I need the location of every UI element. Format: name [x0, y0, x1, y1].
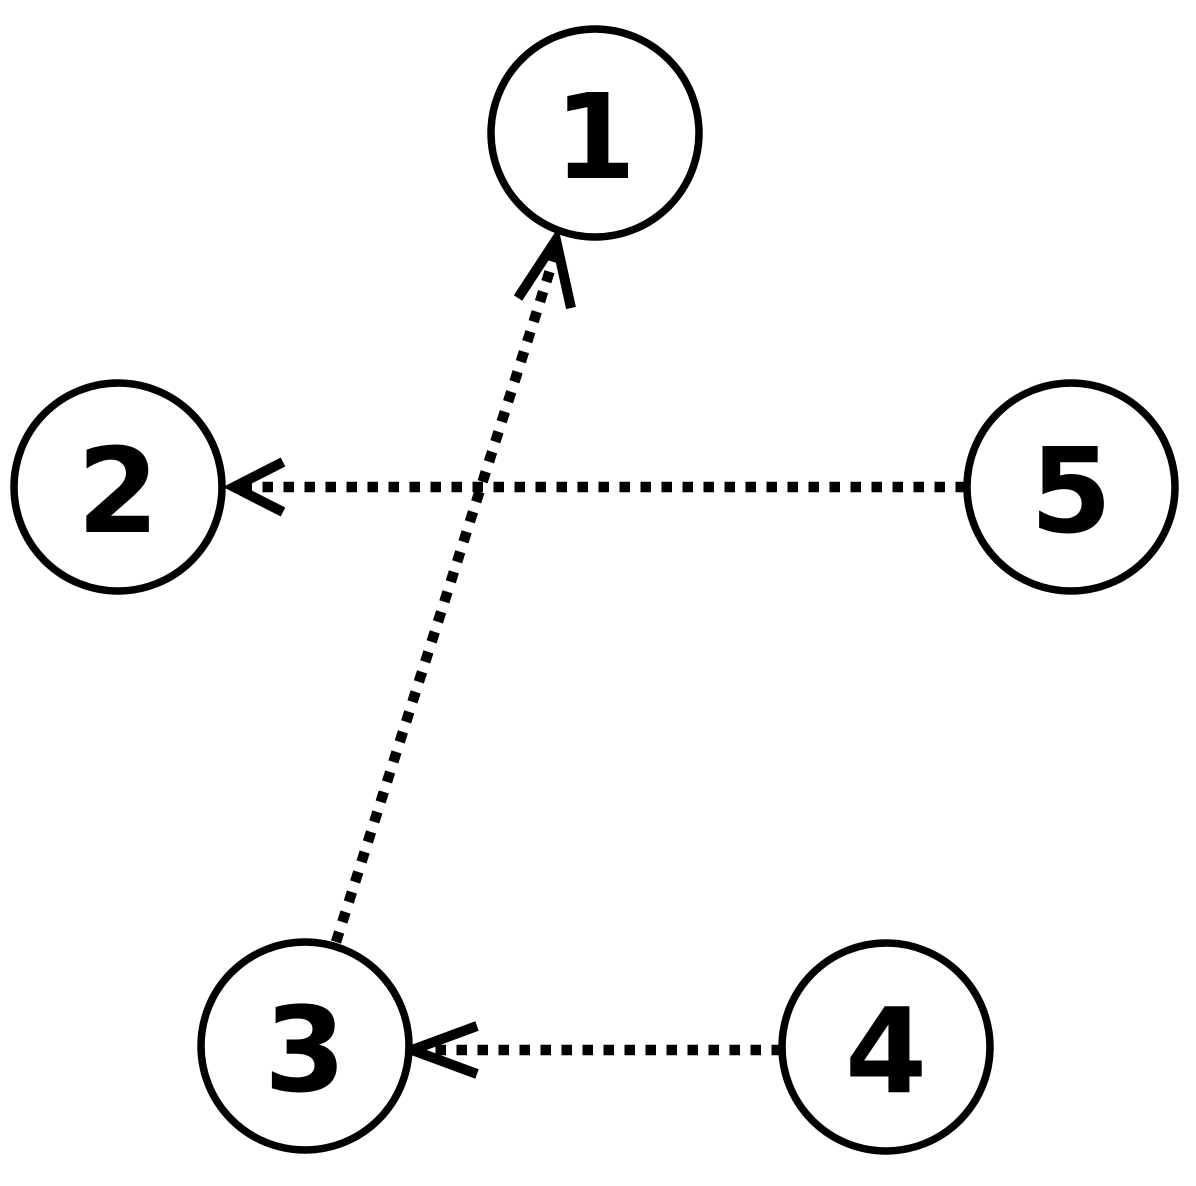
node-5-label: 5	[1030, 422, 1112, 560]
node-2-label: 2	[77, 422, 159, 560]
edge-5-to-2[interactable]	[222, 457, 966, 517]
node-2-circle[interactable]	[10, 379, 226, 595]
node-2[interactable]: 2	[10, 379, 226, 595]
edge-4-to-3[interactable]	[397, 1021, 782, 1079]
edge-5-to-2-arrowhead-icon	[222, 457, 286, 517]
node-1-label: 1	[554, 68, 636, 206]
edge-3-to-1-arrowhead-icon	[513, 227, 576, 310]
node-3-circle[interactable]	[197, 938, 413, 1154]
node-4[interactable]: 4	[778, 939, 994, 1155]
node-4-label: 4	[845, 982, 927, 1120]
node-1[interactable]: 1	[487, 25, 703, 241]
node-5[interactable]: 5	[963, 379, 1179, 595]
node-3-label: 3	[264, 981, 346, 1119]
edge-3-to-1[interactable]	[330, 227, 576, 944]
node-5-circle[interactable]	[963, 379, 1179, 595]
node-4-circle[interactable]	[778, 939, 994, 1155]
nodes-layer: 1 2 3 4 5	[10, 25, 1179, 1155]
node-3[interactable]: 3	[197, 938, 413, 1154]
edge-3-to-1-line	[330, 243, 564, 944]
node-1-circle[interactable]	[487, 25, 703, 241]
